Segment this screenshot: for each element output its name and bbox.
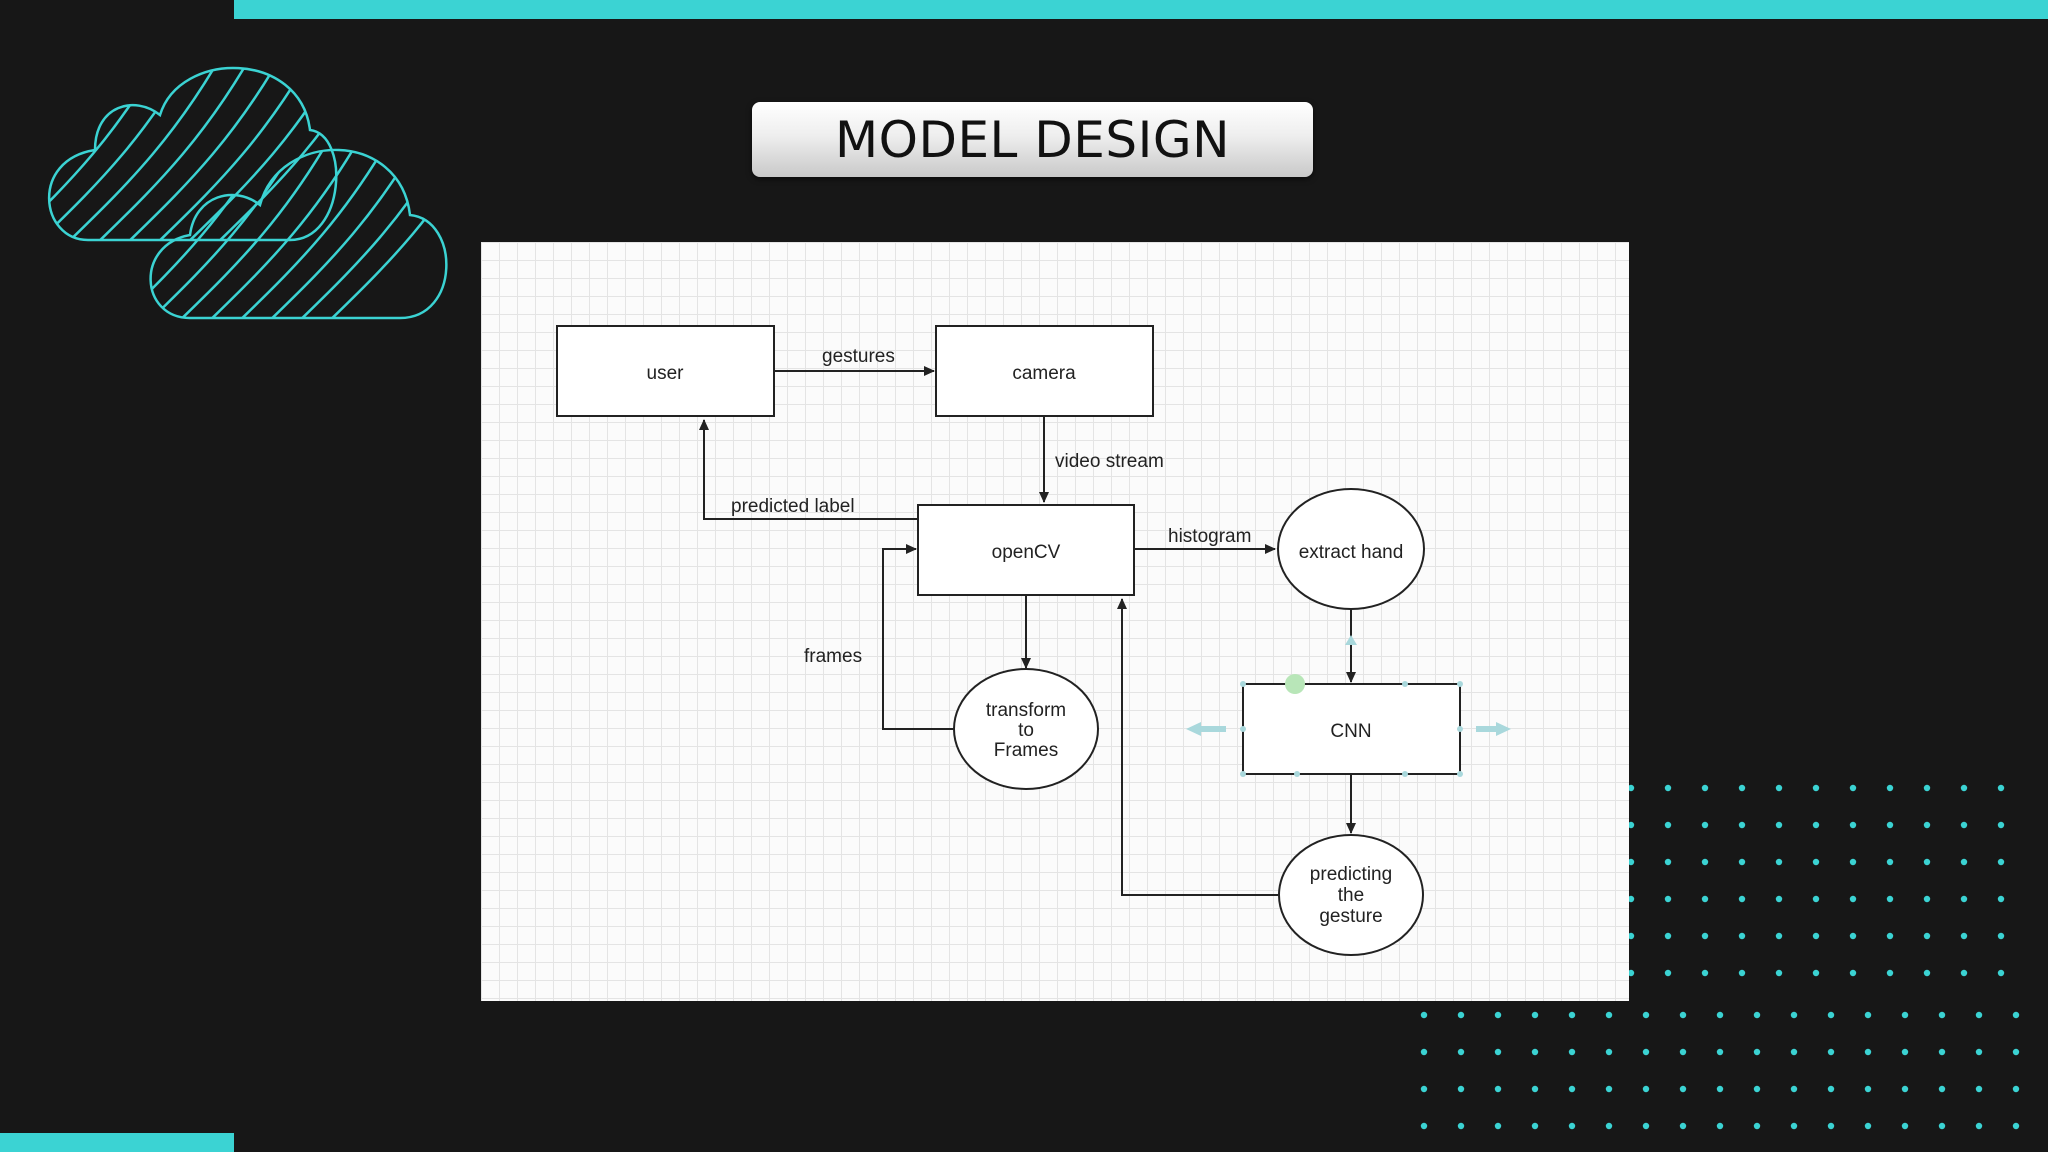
edge-label-predicted-label: predicted label	[731, 496, 855, 517]
node-opencv-label: openCV	[992, 542, 1061, 563]
slide-title-box: MODEL DESIGN	[752, 102, 1313, 177]
edge-transform-opencv	[882, 544, 955, 730]
edge-label-histogram: histogram	[1168, 526, 1251, 547]
selection-handles	[1186, 635, 1511, 777]
edge-opencv-user	[699, 419, 918, 520]
edge-predict-opencv	[1117, 598, 1278, 896]
model-design-diagram: user camera openCV extract hand transfor…	[481, 242, 1629, 1001]
node-user	[556, 325, 775, 417]
edge-label-gestures: gestures	[822, 346, 895, 367]
node-predicting-label-3: gesture	[1319, 906, 1382, 927]
node-transform-label-2: to	[1018, 720, 1034, 741]
node-user-label: user	[647, 363, 685, 384]
edge-label-frames: frames	[804, 646, 862, 667]
node-extract-hand	[1277, 488, 1425, 610]
node-transform-label-3: Frames	[994, 740, 1058, 761]
node-opencv	[917, 504, 1135, 596]
edge-label-video-stream: video stream	[1055, 451, 1164, 472]
node-predicting-label-1: predicting	[1310, 864, 1392, 885]
cloud-decoration-icon	[47, 66, 448, 320]
node-transform-label-1: transform	[986, 700, 1066, 721]
node-extract-hand-label: extract hand	[1299, 542, 1404, 563]
node-camera	[935, 325, 1154, 417]
node-cnn-label: CNN	[1330, 721, 1371, 742]
slide-title: MODEL DESIGN	[834, 110, 1231, 169]
node-camera-label: camera	[1012, 363, 1076, 384]
top-accent-bar	[234, 0, 2048, 19]
node-transform	[953, 668, 1099, 790]
node-cnn	[1242, 683, 1461, 775]
bottom-accent-bar	[0, 1133, 234, 1152]
node-predicting	[1278, 834, 1424, 956]
node-predicting-label-2: the	[1338, 885, 1364, 906]
